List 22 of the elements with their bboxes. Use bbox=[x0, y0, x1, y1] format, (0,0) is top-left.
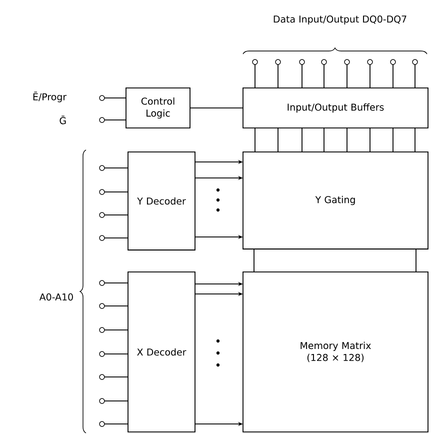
connector-line bbox=[392, 64, 394, 88]
block-box: Control Logic bbox=[126, 88, 190, 128]
connector-line bbox=[104, 214, 128, 216]
bus-label: A0-A10 bbox=[39, 293, 73, 301]
connector-line bbox=[104, 400, 128, 402]
block-box: Input/Output Buffers bbox=[242, 88, 428, 128]
connector-line bbox=[414, 128, 416, 152]
connector-line bbox=[254, 128, 256, 152]
connector-line bbox=[104, 282, 128, 284]
connector-line bbox=[346, 128, 348, 152]
block-box: X Decoder bbox=[128, 272, 196, 432]
block-box: Y Gating bbox=[242, 152, 428, 250]
connector-line bbox=[254, 64, 256, 88]
signal-label: Ḡ bbox=[60, 116, 66, 124]
connector-line bbox=[414, 64, 416, 88]
bus-label: Data Input/Output DQ0-DQ7 bbox=[274, 15, 406, 24]
connector-line bbox=[346, 64, 348, 88]
connector-line bbox=[392, 128, 394, 152]
connector-line bbox=[104, 376, 128, 378]
block-box: Memory Matrix (128 × 128) bbox=[242, 272, 428, 432]
signal-label: Ē/Progr bbox=[33, 92, 67, 102]
block-box: Y Decoder bbox=[128, 152, 196, 250]
